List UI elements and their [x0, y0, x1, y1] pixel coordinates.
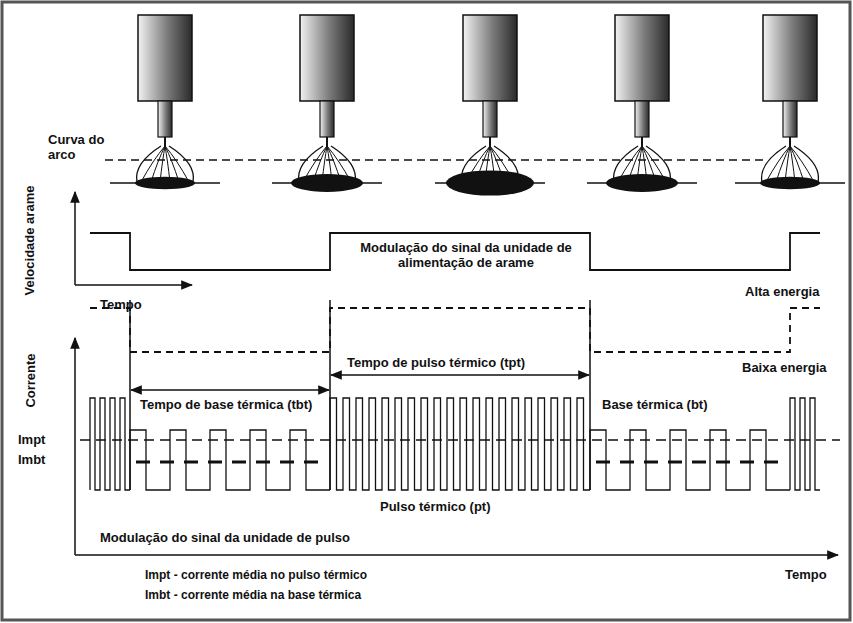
axis-title: Corrente [23, 353, 38, 407]
axis [75, 554, 838, 556]
level-label: Imbt [18, 452, 45, 467]
legend-note: Imbt - corrente média na base térmica [145, 588, 361, 603]
dimension-arrow [331, 374, 589, 376]
dimension-tick [589, 300, 591, 490]
axis [75, 284, 192, 286]
axis [74, 338, 76, 555]
axis-title: Tempo [100, 297, 142, 312]
region-label: Base térmica (bt) [600, 397, 709, 412]
pulse-train [790, 398, 820, 490]
signal-note: Modulação do sinal da unidade de pulso [100, 530, 350, 545]
mean-base-line [596, 461, 786, 464]
welding-torch [587, 15, 697, 192]
level-label: Impt [18, 432, 45, 447]
dimension-arrow [131, 389, 329, 391]
signal-note: Modulação do sinal da unidade de aliment… [348, 240, 584, 270]
level-label: Alta energia [745, 284, 819, 299]
axis [74, 192, 76, 285]
axis-title: Tempo [785, 567, 827, 582]
mean-current-line [80, 439, 840, 441]
dimension-tick [129, 300, 131, 490]
level-label: Baixa energia [742, 360, 827, 375]
axis-title: Velocidade arame [23, 185, 38, 295]
pulse-train [590, 430, 790, 490]
welding-torch [435, 15, 545, 196]
energy-signal [90, 308, 820, 352]
legend-note: Impt - corrente média no pulso térmico [145, 568, 367, 583]
dimension-label: Tempo de pulso térmico (tpt) [345, 355, 527, 370]
arc-length-line [105, 159, 765, 161]
pulse-train [330, 398, 590, 490]
region-label: Pulso térmico (pt) [380, 499, 491, 514]
mean-base-line [136, 461, 326, 464]
pulse-train [130, 430, 330, 490]
pulse-train [90, 398, 130, 490]
welding-torch [110, 15, 220, 189]
welding-torch [272, 15, 382, 192]
wire-speed-signal [90, 233, 820, 270]
welding-torch [735, 15, 845, 189]
axis-annotation: Curva do arco [48, 132, 110, 162]
dimension-label: Tempo de base térmica (tbt) [138, 397, 317, 412]
dimension-tick [329, 300, 331, 490]
